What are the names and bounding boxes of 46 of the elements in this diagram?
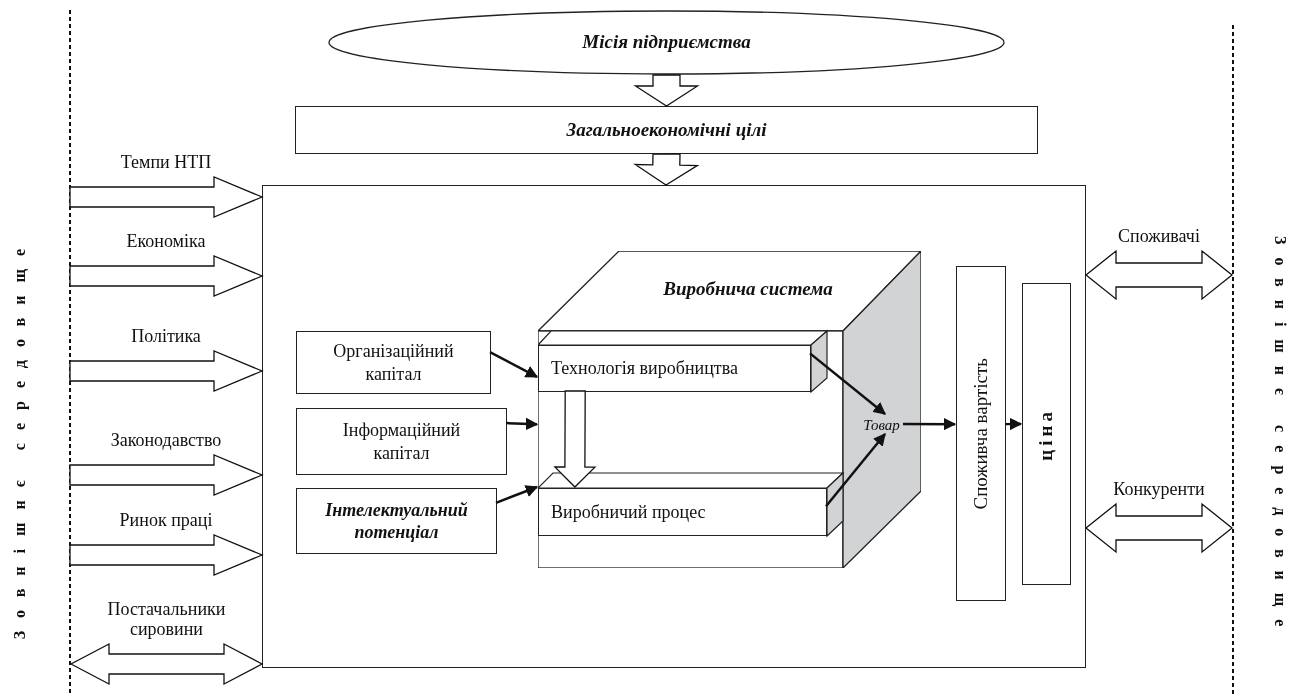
vertical-label: ціна xyxy=(1034,407,1058,461)
capital-box xyxy=(296,408,507,475)
box-label: Організаційний капітал xyxy=(332,340,455,385)
edge-label: Конкуренти xyxy=(1112,480,1206,500)
edge-label: Законодавство xyxy=(109,431,223,451)
edge-label: Постачальники сировини xyxy=(106,600,227,640)
block-arrow xyxy=(1084,249,1234,301)
edge-label: Споживачі xyxy=(1117,227,1201,247)
block-arrow xyxy=(633,74,700,107)
arrow xyxy=(505,417,539,431)
block-arrow xyxy=(69,255,264,297)
box-label: Загальноекономічні цілі xyxy=(566,117,767,142)
box-label: Виробничий процес xyxy=(551,500,706,524)
arrow xyxy=(489,350,539,378)
edge-label: Політика xyxy=(130,327,202,347)
arrow xyxy=(825,433,886,507)
block-arrow xyxy=(69,642,264,686)
block-arrow xyxy=(69,454,264,496)
arrow xyxy=(495,485,539,504)
product-label: Товар xyxy=(859,415,904,435)
arrow xyxy=(1005,417,1023,431)
box-label: Інформаційний капітал xyxy=(341,419,462,464)
block-arrow xyxy=(69,350,264,392)
ellipse-label: Місія підприємства xyxy=(582,31,751,53)
capital-box xyxy=(296,331,491,394)
edge-label: Ринок праці xyxy=(118,511,214,531)
block-arrow xyxy=(69,534,264,576)
box-label: Інтелектуальний потенціал xyxy=(324,498,469,544)
side-label: Зовнішнє середовище xyxy=(10,235,30,640)
box-label: Технологія виробництва xyxy=(551,357,738,380)
cube-heading: Виробнича система xyxy=(662,277,834,301)
value-box xyxy=(956,266,1006,601)
block-arrow xyxy=(633,153,700,186)
enterprise-box xyxy=(262,185,1086,668)
arrow xyxy=(809,352,886,415)
arrow xyxy=(903,417,957,431)
goals-box xyxy=(295,106,1038,154)
edge-label: Економіка xyxy=(125,232,207,252)
potential-box xyxy=(296,488,497,554)
price-box xyxy=(1022,283,1071,585)
vertical-label: Споживча вартість xyxy=(968,357,992,510)
side-label: Зовнішнє середовище xyxy=(1270,235,1290,640)
block-arrow xyxy=(553,390,597,488)
edge-label: Темпи НТП xyxy=(119,153,213,173)
block-arrow xyxy=(1084,502,1234,554)
block-arrow xyxy=(69,176,264,218)
